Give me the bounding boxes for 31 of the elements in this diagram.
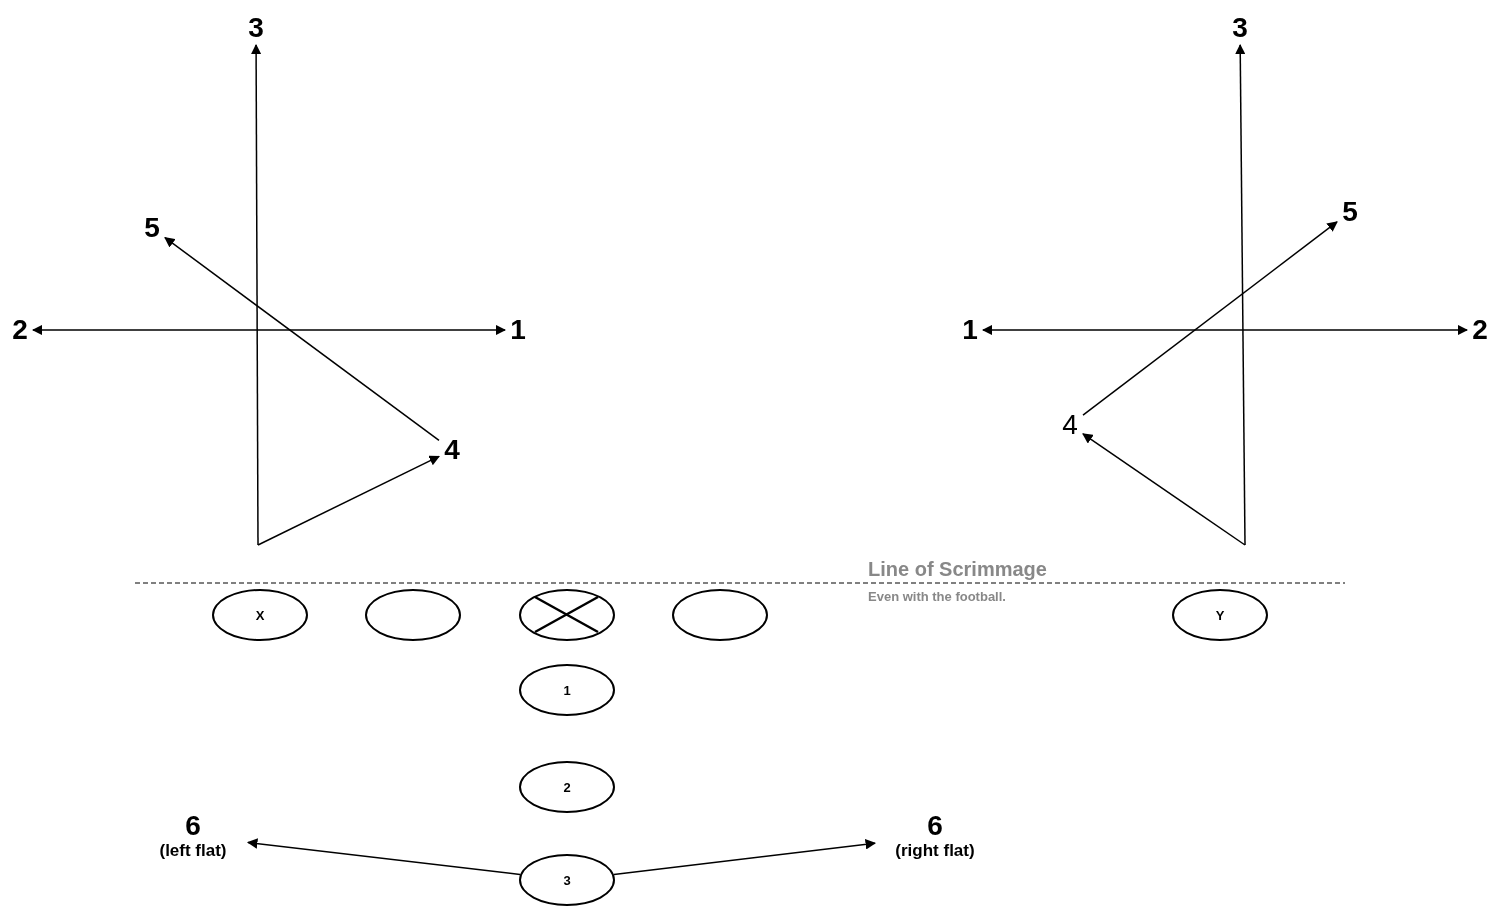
route-number: 2 [1472,315,1488,345]
route-arrow [31,324,507,336]
player-label: 1 [563,682,571,698]
route-arrow [250,43,262,546]
route-number: 5 [144,213,160,243]
route-number: 2 [12,315,28,345]
route-number: 3 [1232,13,1248,43]
scrimmage-note: Line of Scrimmage [868,558,1047,581]
zone-caption: (right flat) [895,841,975,861]
player-label: 2 [563,779,571,795]
route-number: 5 [1342,197,1358,227]
route-number: 4 [444,435,460,465]
route-number: 3 [248,13,264,43]
route-arrow [1082,433,1246,546]
route-arrow [257,455,440,546]
zone-caption: (left flat) [159,841,227,861]
route-arrow [981,324,1469,336]
player-label: 3 [563,872,571,888]
route-number: 6 [185,811,201,841]
player-label: X [255,607,265,623]
scrimmage-note: Even with the football. [868,589,1006,604]
route-number: 6 [927,811,943,841]
route-arrow [1082,221,1338,416]
route-arrow [246,838,521,876]
route-arrow [164,236,440,442]
route-number: 1 [962,315,978,345]
route-number: 4 [1062,410,1078,440]
route-number: 1 [510,315,526,345]
player-label: Y [1215,607,1225,623]
route-arrow [613,839,877,876]
route-arrow [1235,43,1246,546]
